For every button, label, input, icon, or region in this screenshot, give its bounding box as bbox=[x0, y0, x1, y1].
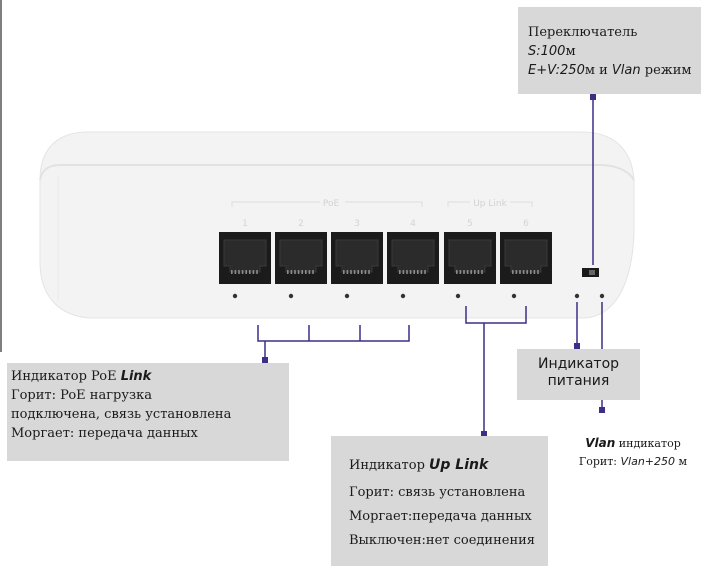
silkscreen-brackets bbox=[231, 201, 533, 207]
poe-bracket bbox=[257, 325, 410, 342]
switch-body bbox=[39, 131, 635, 319]
rj45-ports bbox=[219, 232, 552, 284]
port-led-4 bbox=[400, 293, 406, 299]
rj45-port-1 bbox=[219, 232, 271, 284]
led-indicators bbox=[232, 293, 605, 299]
poe-callout-line2: Горит: PoE нагрузка bbox=[11, 388, 152, 403]
uplink-callout-title: Индикатор Up Link bbox=[349, 457, 489, 473]
poe-link-callout: Индикатор PoE Link Горит: PoE нагрузка п… bbox=[7, 363, 289, 461]
rj45-port-6 bbox=[500, 232, 552, 284]
uplink-callout-line3: Моргает:передача данных bbox=[349, 509, 532, 524]
leader-lines bbox=[257, 97, 603, 434]
poe-callout-line4: Моргает: передача данных bbox=[11, 426, 198, 441]
port-number-4: 4 bbox=[410, 219, 416, 229]
poe-group-label: PoE bbox=[323, 199, 340, 209]
switch-callout-ev-mode: E+V:250м и Vlan режим bbox=[528, 63, 692, 78]
vlan-label-line2: Горит: Vlan+250 м bbox=[578, 455, 688, 468]
mode-switch-knob bbox=[589, 270, 595, 275]
poe-callout-line3: подключена, связь установлена bbox=[11, 407, 232, 422]
vlan-indicator-label: Vlan индикатор Горит: Vlan+250 м bbox=[560, 434, 706, 471]
rj45-port-4 bbox=[387, 232, 439, 284]
port-number-3: 3 bbox=[354, 219, 360, 229]
power-callout-line1: Индикатор bbox=[537, 356, 620, 372]
port-number-2: 2 bbox=[298, 219, 304, 229]
rj45-port-3 bbox=[331, 232, 383, 284]
power-callout-line2: питания bbox=[547, 373, 610, 389]
port-number-5: 5 bbox=[467, 219, 473, 229]
switch-callout-s-mode: S:100м bbox=[528, 44, 576, 59]
leader-endpoints bbox=[262, 94, 605, 437]
uplink-bracket bbox=[465, 306, 527, 324]
switch-callout: Переключатель S:100м E+V:250м и Vlan реж… bbox=[518, 7, 701, 94]
vlan-led bbox=[599, 293, 605, 299]
switch-callout-title: Переключатель bbox=[528, 25, 638, 40]
port-number-6: 6 bbox=[523, 219, 529, 229]
port-number-labels: 1 2 3 4 5 6 bbox=[242, 219, 529, 229]
poe-callout-title: Индикатор PoE Link bbox=[11, 369, 152, 384]
uplink-callout-line2: Горит: связь установлена bbox=[349, 485, 526, 500]
power-led bbox=[574, 293, 580, 299]
power-indicator-callout: Индикатор питания bbox=[517, 349, 640, 400]
vlan-label-line1: Vlan индикатор bbox=[585, 436, 681, 450]
rj45-port-2 bbox=[275, 232, 327, 284]
switch-top-edge bbox=[39, 164, 635, 181]
port-led-6 bbox=[511, 293, 517, 299]
rj45-port-5 bbox=[444, 232, 496, 284]
uplink-callout: Индикатор Up Link Горит: связь установле… bbox=[331, 436, 548, 566]
port-led-3 bbox=[344, 293, 350, 299]
port-led-2 bbox=[288, 293, 294, 299]
port-led-1 bbox=[232, 293, 238, 299]
uplink-callout-line4: Выключен:нет соединения bbox=[349, 533, 535, 548]
port-led-5 bbox=[455, 293, 461, 299]
uplink-group-label: Up Link bbox=[473, 199, 507, 209]
port-number-1: 1 bbox=[242, 219, 248, 229]
